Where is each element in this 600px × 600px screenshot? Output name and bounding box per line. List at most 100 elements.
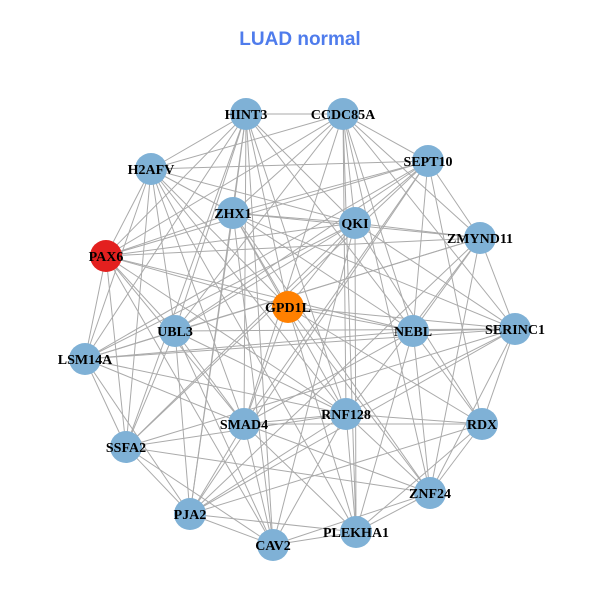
node-PAX6: PAX6 (89, 240, 124, 272)
edge-PAX6-LSM14A (84, 255, 107, 360)
node-label: PLEKHA1 (323, 526, 389, 541)
edge-SEPT10-RDX (427, 160, 483, 425)
node-circle (340, 516, 372, 548)
edge-SMAD4-CAV2 (243, 423, 274, 546)
node-label: SEPT10 (403, 155, 452, 170)
edge-QKI-PAX6 (105, 222, 356, 257)
node-label: RDX (467, 418, 497, 433)
edge-QKI-SSFA2 (125, 222, 356, 448)
node-RDX: RDX (466, 408, 498, 440)
node-circle (174, 498, 206, 530)
edge-SMAD4-RNF128 (243, 413, 347, 425)
node-PJA2: PJA2 (174, 498, 207, 530)
node-circle (499, 313, 531, 345)
edge-HINT3-SMAD4 (243, 113, 247, 425)
node-ZHX1: ZHX1 (214, 197, 252, 229)
edge-PAX6-RNF128 (105, 255, 347, 415)
node-circle (159, 315, 191, 347)
node-circle (272, 291, 304, 323)
edge-ZHX1-ZNF24 (232, 212, 431, 494)
edge-SERINC1-RDX (481, 328, 516, 425)
node-label: PAX6 (89, 250, 124, 265)
node-label: CAV2 (255, 539, 291, 554)
edge-GPD1L-ZNF24 (287, 306, 431, 494)
edge-ZMYND11-ZNF24 (429, 237, 481, 494)
edge-CCDC85A-PLEKHA1 (342, 113, 357, 533)
edge-CCDC85A-ZNF24 (342, 113, 431, 494)
node-H2AFV: H2AFV (128, 153, 175, 185)
edge-SERINC1-ZNF24 (429, 328, 516, 494)
figure-title: LUAD normal (239, 29, 361, 50)
node-LSM14A: LSM14A (58, 343, 113, 375)
edge-ZHX1-NEBL (232, 212, 414, 332)
edge-QKI-ZMYND11 (354, 222, 481, 239)
node-circle (90, 240, 122, 272)
edge-HINT3-GPD1L (245, 113, 289, 308)
edge-HINT3-UBL3 (174, 113, 247, 332)
edge-SEPT10-SMAD4 (243, 160, 429, 425)
edge-UBL3-SSFA2 (125, 330, 176, 448)
edge-SEPT10-LSM14A (84, 160, 429, 360)
node-circle (257, 529, 289, 561)
node-label: SERINC1 (485, 323, 545, 338)
node-circle (110, 431, 142, 463)
node-PLEKHA1: PLEKHA1 (323, 516, 389, 548)
edge-HINT3-SSFA2 (125, 113, 247, 448)
edge-PAX6-NEBL (105, 255, 414, 332)
edge-RDX-PJA2 (189, 423, 483, 515)
edge-H2AFV-SSFA2 (125, 168, 152, 448)
edge-NEBL-SMAD4 (243, 330, 414, 425)
node-RNF128: RNF128 (321, 398, 371, 430)
edge-H2AFV-SMAD4 (150, 168, 245, 425)
node-label: ZHX1 (214, 207, 251, 222)
edge-ZMYND11-PAX6 (105, 237, 481, 257)
edge-SEPT10-H2AFV (150, 160, 429, 170)
edge-PJA2-PLEKHA1 (189, 513, 357, 533)
node-label: ZMYND11 (447, 232, 513, 247)
node-label: PJA2 (174, 508, 207, 523)
node-label: H2AFV (128, 163, 175, 178)
node-circle (330, 398, 362, 430)
node-ZNF24: ZNF24 (409, 477, 451, 509)
node-circle (414, 477, 446, 509)
edge-CCDC85A-SEPT10 (342, 113, 429, 162)
edge-ZMYND11-NEBL (412, 237, 481, 332)
node-label: NEBL (394, 325, 432, 340)
edge-SMAD4-PJA2 (189, 423, 245, 515)
edge-SERINC1-LSM14A (84, 328, 516, 360)
edge-QKI-LSM14A (84, 222, 356, 360)
edge-SEPT10-UBL3 (174, 160, 429, 332)
edge-RNF128-RDX (345, 413, 483, 425)
edge-UBL3-SMAD4 (174, 330, 245, 425)
edge-CCDC85A-ZHX1 (232, 113, 344, 214)
node-label: ZNF24 (409, 487, 451, 502)
edge-CCDC85A-H2AFV (150, 113, 344, 170)
edge-HINT3-RNF128 (245, 113, 347, 415)
edge-CCDC85A-SERINC1 (342, 113, 516, 330)
node-circle (135, 153, 167, 185)
edge-SMAD4-PLEKHA1 (243, 423, 357, 533)
node-circle (69, 343, 101, 375)
edge-GPD1L-NEBL (287, 306, 414, 332)
edge-SEPT10-PAX6 (105, 160, 429, 257)
edge-NEBL-LSM14A (84, 330, 414, 360)
edge-QKI-UBL3 (174, 222, 356, 332)
node-circle (228, 408, 260, 440)
edge-LSM14A-RNF128 (84, 358, 347, 415)
node-circle (230, 98, 262, 130)
node-SERINC1: SERINC1 (485, 313, 545, 345)
node-circle (466, 408, 498, 440)
edge-CCDC85A-NEBL (342, 113, 414, 332)
edge-QKI-SERINC1 (354, 222, 516, 330)
node-circle (327, 98, 359, 130)
node-label: CCDC85A (311, 108, 376, 123)
edge-PAX6-GPD1L (105, 255, 289, 308)
edge-H2AFV-GPD1L (150, 168, 289, 308)
node-circle (217, 197, 249, 229)
edge-H2AFV-PAX6 (105, 168, 152, 257)
edge-GPD1L-SMAD4 (243, 306, 289, 425)
node-CAV2: CAV2 (255, 529, 291, 561)
